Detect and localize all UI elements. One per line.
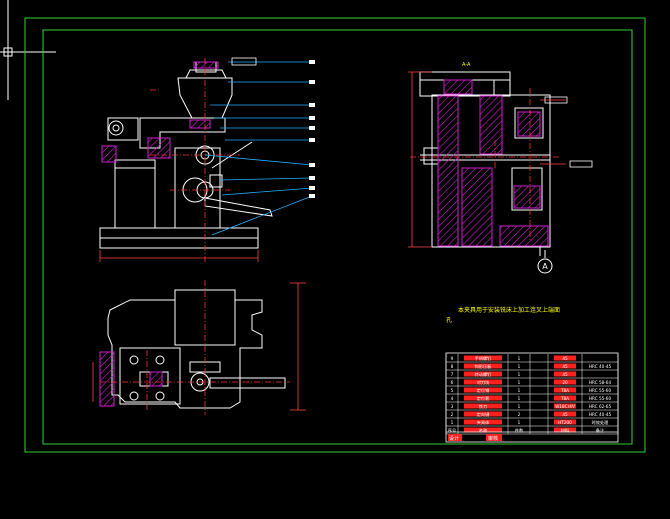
parts-list-cell-no: 3 <box>451 404 454 409</box>
checker-label: 审核 <box>488 435 498 442</box>
parts-list-cell-material: 45 <box>562 364 568 369</box>
parts-list-cell-name: 转动螺钉 <box>475 371 493 378</box>
parts-list-cell-qty: 1 <box>518 364 521 369</box>
parts-list-cell-fill <box>464 419 502 425</box>
parts-list-cell-fill <box>464 427 502 433</box>
front-view-dimension <box>99 250 259 262</box>
top-view-hatching <box>99 351 163 407</box>
parts-list-cell-note: 备注 <box>596 427 605 434</box>
parts-list-cell-qty: 2 <box>518 412 521 417</box>
outer-border <box>24 17 646 453</box>
parts-list-cell-material: HT200 <box>558 420 572 425</box>
parts-list-cell-note: HRC 55-60 <box>589 388 612 393</box>
parts-list-cell-qty: 1 <box>518 388 521 393</box>
parts-list-cell-material: 45 <box>562 356 568 361</box>
parts-list-cell-name: 定位套 <box>477 395 490 402</box>
parts-list-cell-fill <box>554 411 576 417</box>
section-view-dims <box>408 71 566 248</box>
designer-label: 设计 <box>449 435 459 442</box>
parts-list-cell-note: HRC 58-64 <box>589 380 612 385</box>
parts-list-cell-fill <box>554 387 576 393</box>
parts-list-cell-material: T8A <box>560 396 569 401</box>
tech-note-line2: 孔 <box>446 316 452 324</box>
parts-list-cell-fill <box>554 395 576 401</box>
section-dim-boxes <box>544 96 593 168</box>
crosshair-cursor <box>0 0 56 100</box>
parts-list-cell-no: 8 <box>451 364 454 369</box>
parts-list-cell-qty: 1 <box>518 372 521 377</box>
parts-list-cell-material: W18Cr4V <box>555 404 575 409</box>
parts-list-cell-name: 铣刀 <box>479 403 487 410</box>
parts-list-cell-fill <box>464 363 502 369</box>
parts-list-cell-qty: 1 <box>518 380 521 385</box>
parts-list-cell-name: 夹具体 <box>477 419 490 426</box>
parts-list-cell-name: 手柄螺钉 <box>475 355 493 362</box>
parts-list-cell-no: 序号 <box>448 427 456 434</box>
parts-list-cell-note: HRC 55-60 <box>589 396 612 401</box>
section-view-hatching <box>437 79 549 247</box>
front-view-centerlines <box>150 58 240 262</box>
section-label: A-A <box>462 62 471 68</box>
top-view-centerlines <box>100 280 290 415</box>
parts-list-cell-material: T8A <box>560 388 569 393</box>
parts-list-cell-fill <box>464 379 502 385</box>
parts-list-cell-fill <box>554 427 576 433</box>
parts-list-cell-qty: 1 <box>518 356 521 361</box>
parts-list-cell-no: 1 <box>451 420 454 425</box>
parts-list-cell-no: 7 <box>451 372 454 377</box>
inner-border <box>42 29 633 445</box>
parts-list-cell-fill <box>554 355 576 361</box>
parts-list-cell-material: 45 <box>562 372 568 377</box>
parts-list-cell-no: 2 <box>451 412 454 417</box>
parts-list-cell-qty: 1 <box>518 404 521 409</box>
front-view-leaders <box>204 61 313 236</box>
parts-list-cell-material: 45 <box>562 412 568 417</box>
parts-list-cell-note: HRC 62-65 <box>589 404 612 409</box>
parts-list-cell-qty: 1 <box>518 396 521 401</box>
view-marker-label: A <box>542 262 548 271</box>
top-view <box>107 289 286 409</box>
parts-list-cell-name: 钩形压板 <box>475 363 493 370</box>
parts-list-cell-fill <box>464 411 502 417</box>
parts-list-cell-name: 定位销 <box>477 387 490 394</box>
front-view-hatching <box>101 61 219 163</box>
parts-list-cell-note: HRC 40-45 <box>589 364 612 369</box>
parts-list-cell-fill <box>464 403 502 409</box>
parts-list-cell-name: 名称 <box>479 427 487 434</box>
parts-list-cell-note: HRC 40-45 <box>589 412 612 417</box>
parts-list-cell-note: 时效处理 <box>592 419 610 426</box>
section-view-centerlines <box>410 88 560 240</box>
parts-list-cell-fill <box>554 379 576 385</box>
parts-list-cell-fill <box>464 387 502 393</box>
parts-list-cell-fill <box>554 419 576 425</box>
tech-note-line1: 本夹具用于安装铣床上加工连叉上端面 <box>458 306 560 314</box>
parts-list-cell-no: 4 <box>451 396 454 401</box>
parts-list-cell-fill <box>464 371 502 377</box>
front-view-part-numbers <box>309 60 315 198</box>
parts-list-cell-material: 20 <box>562 380 568 385</box>
parts-list-cell-qty: 1 <box>518 420 521 425</box>
parts-list-cell-fill <box>554 363 576 369</box>
parts-list-cell-fill <box>554 371 576 377</box>
parts-list-cell-material: 材料 <box>561 427 570 434</box>
parts-list-cell-no: 5 <box>451 388 454 393</box>
view-marker: A <box>537 250 553 274</box>
dim-label-box <box>231 57 257 66</box>
parts-list-cell-no: 9 <box>451 356 454 361</box>
parts-list-cell-no: 6 <box>451 380 454 385</box>
parts-list-cell-fill <box>464 395 502 401</box>
parts-list-cell-fill <box>554 403 576 409</box>
parts-list-cell-name: 定向键 <box>477 411 490 418</box>
parts-list-cell-name: 对刀块 <box>477 379 490 386</box>
parts-list-cell-fill <box>464 355 502 361</box>
top-view-dims <box>92 282 306 411</box>
parts-list-cell-qty: 件数 <box>515 427 524 434</box>
